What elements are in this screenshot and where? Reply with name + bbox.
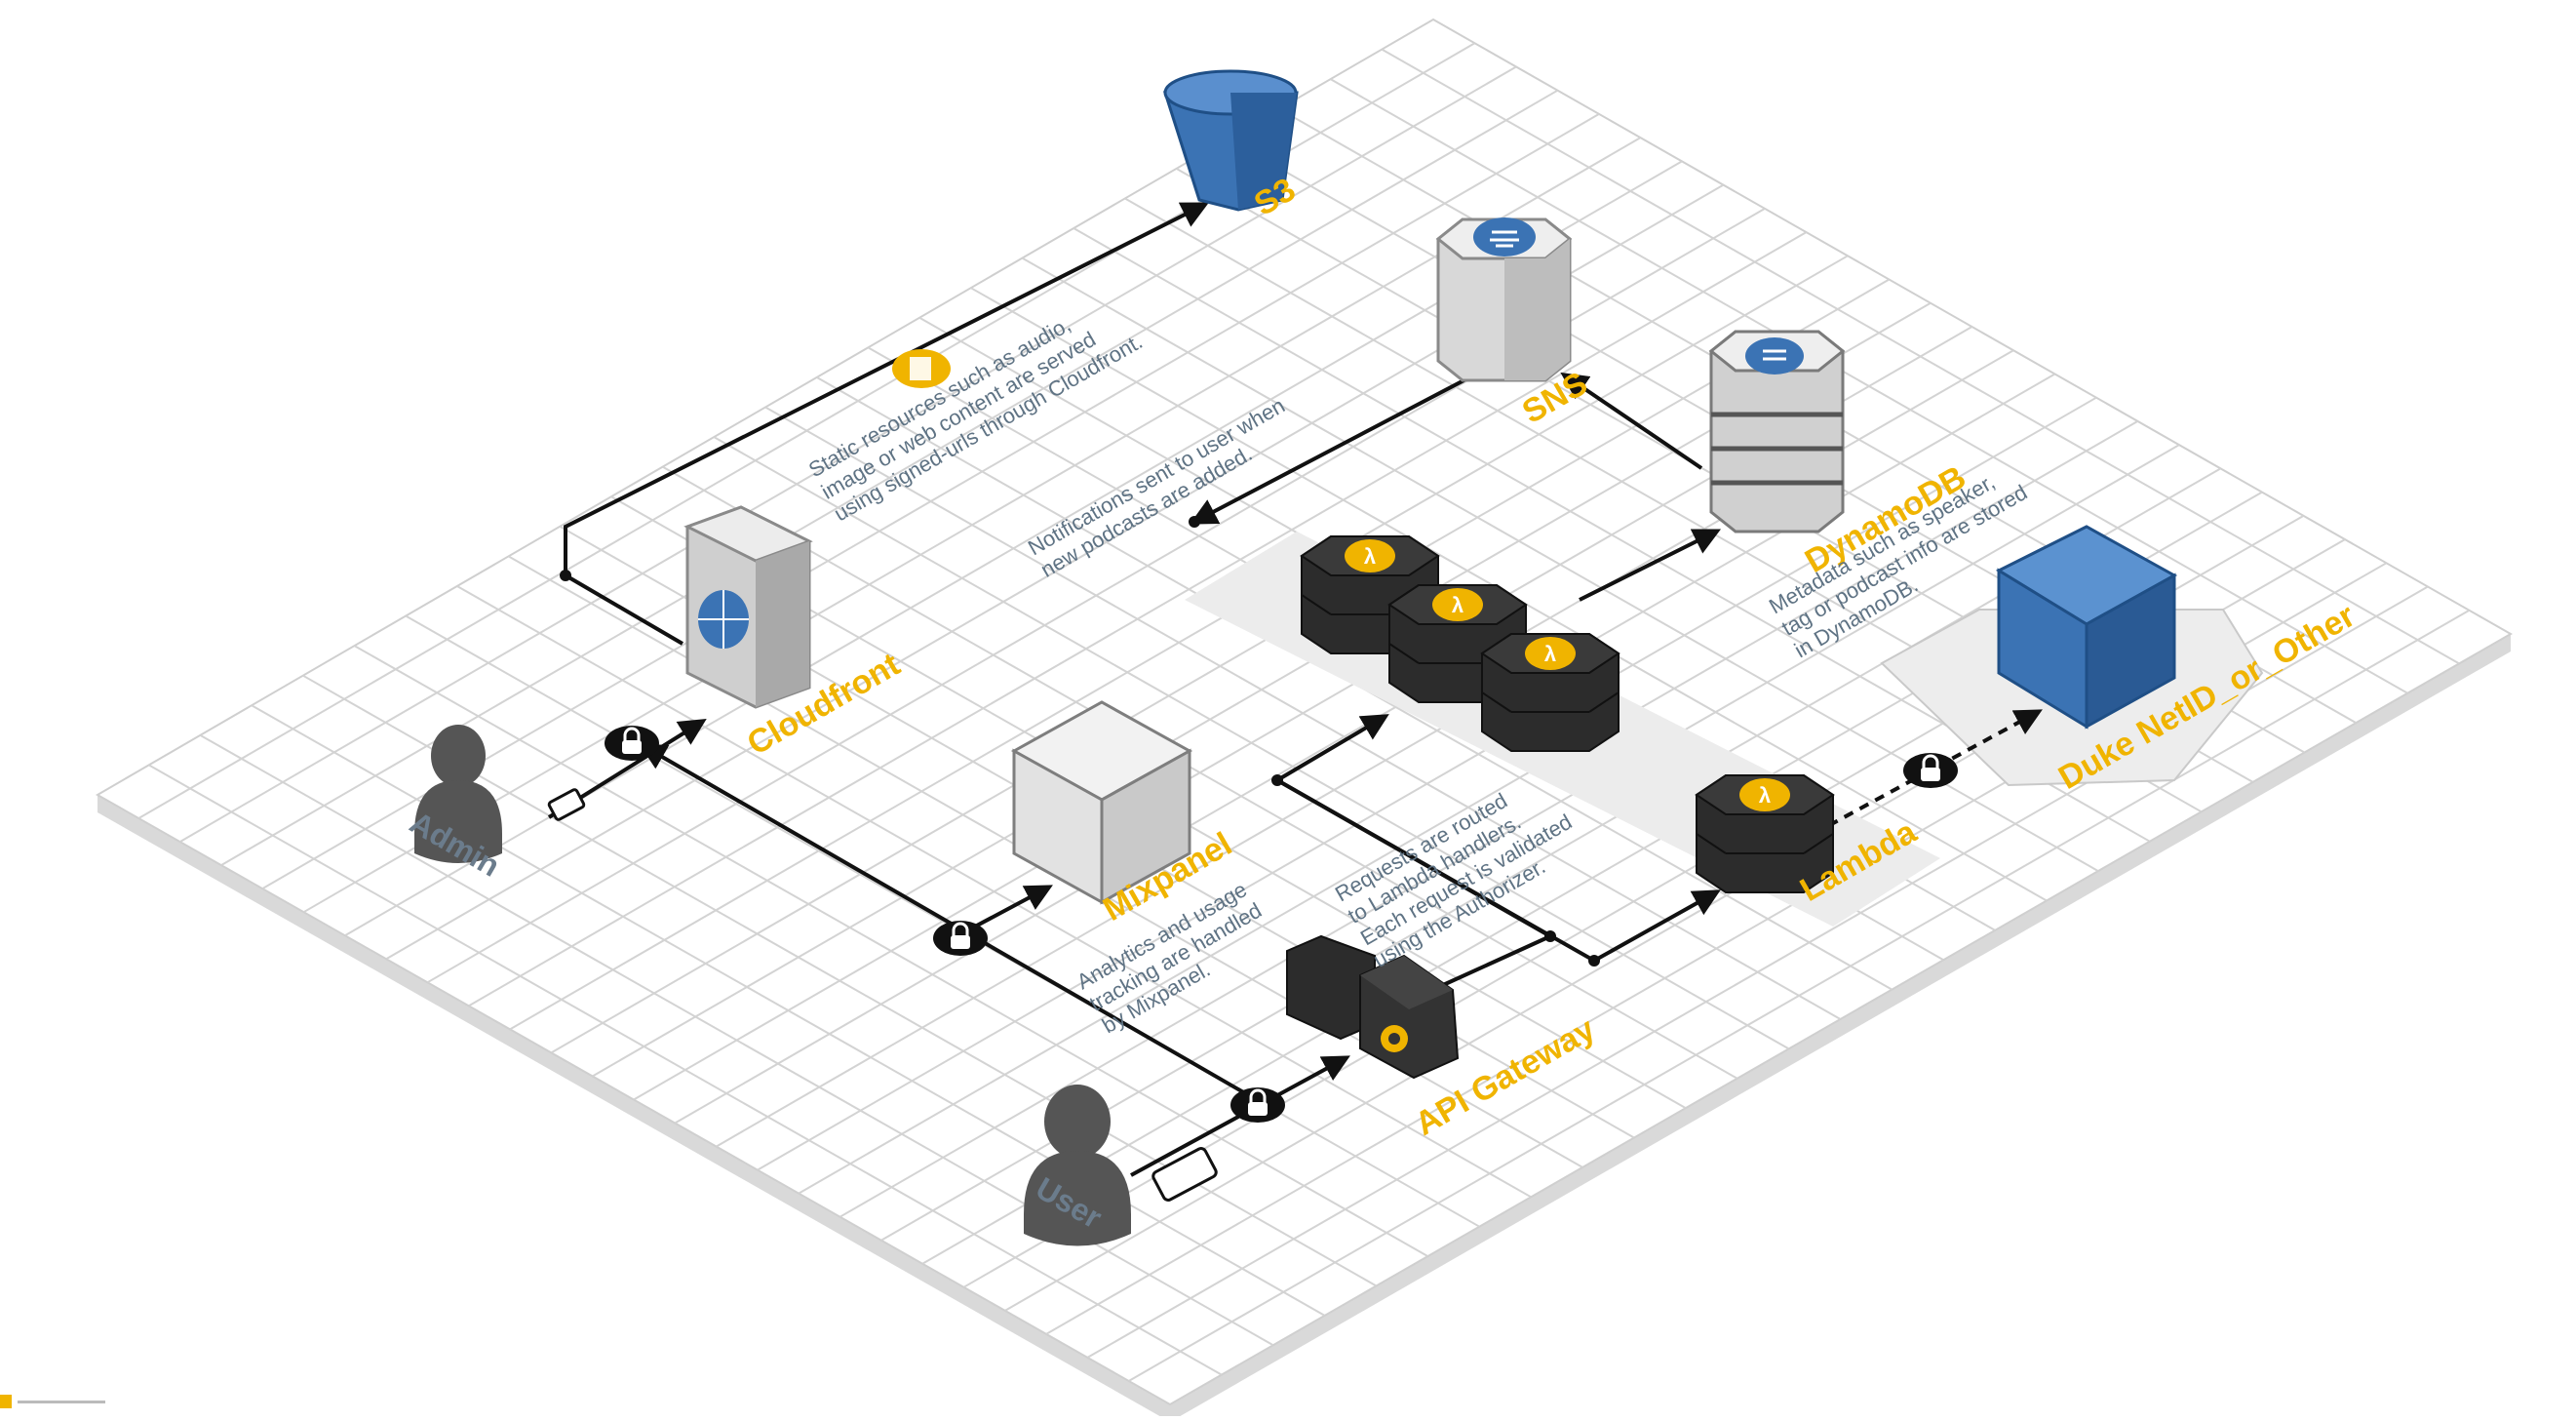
arrow-lambda-to-dynamodb [1579, 529, 1722, 602]
api-gateway-icon[interactable] [1286, 934, 1460, 1080]
document-icon [892, 349, 951, 388]
grid-line [148, 764, 1223, 1376]
mixpanel-icon[interactable] [1010, 700, 1193, 905]
lock-icon [1901, 751, 1960, 790]
lock-icon [1229, 1085, 1287, 1125]
arrow-dynamodb-to-sns [1560, 372, 1703, 470]
lock-icon [931, 919, 990, 958]
phone-icon [547, 788, 586, 821]
admin-avatar[interactable] [414, 725, 502, 863]
s3-bucket-icon[interactable] [1162, 69, 1299, 212]
grid-line [798, 420, 2138, 1195]
lambda-icon [1481, 633, 1620, 752]
grid-line [353, 645, 1428, 1257]
grid-line [456, 585, 1532, 1199]
grid-line [662, 465, 1738, 1080]
lock-icon [603, 724, 661, 763]
sns-icon[interactable] [1435, 217, 1573, 382]
grid-line [1128, 609, 2470, 1382]
arrow-cloudfront-to-s3 [564, 202, 1210, 575]
arrow-sns-to-notify [1190, 364, 1493, 525]
grid-line [713, 436, 1790, 1050]
user-avatar[interactable] [1024, 1085, 1131, 1246]
grid-line [764, 406, 1841, 1020]
line-cloudfront-junction [564, 573, 684, 646]
cloudfront-icon[interactable] [683, 505, 813, 709]
dynamodb-icon[interactable] [1708, 330, 1846, 533]
brand-mark-icon [0, 1395, 105, 1408]
grid-line [405, 614, 1480, 1228]
tablet-icon [1151, 1147, 1218, 1202]
grid-line [757, 396, 2097, 1171]
duke-netid-icon[interactable] [1995, 525, 2178, 730]
